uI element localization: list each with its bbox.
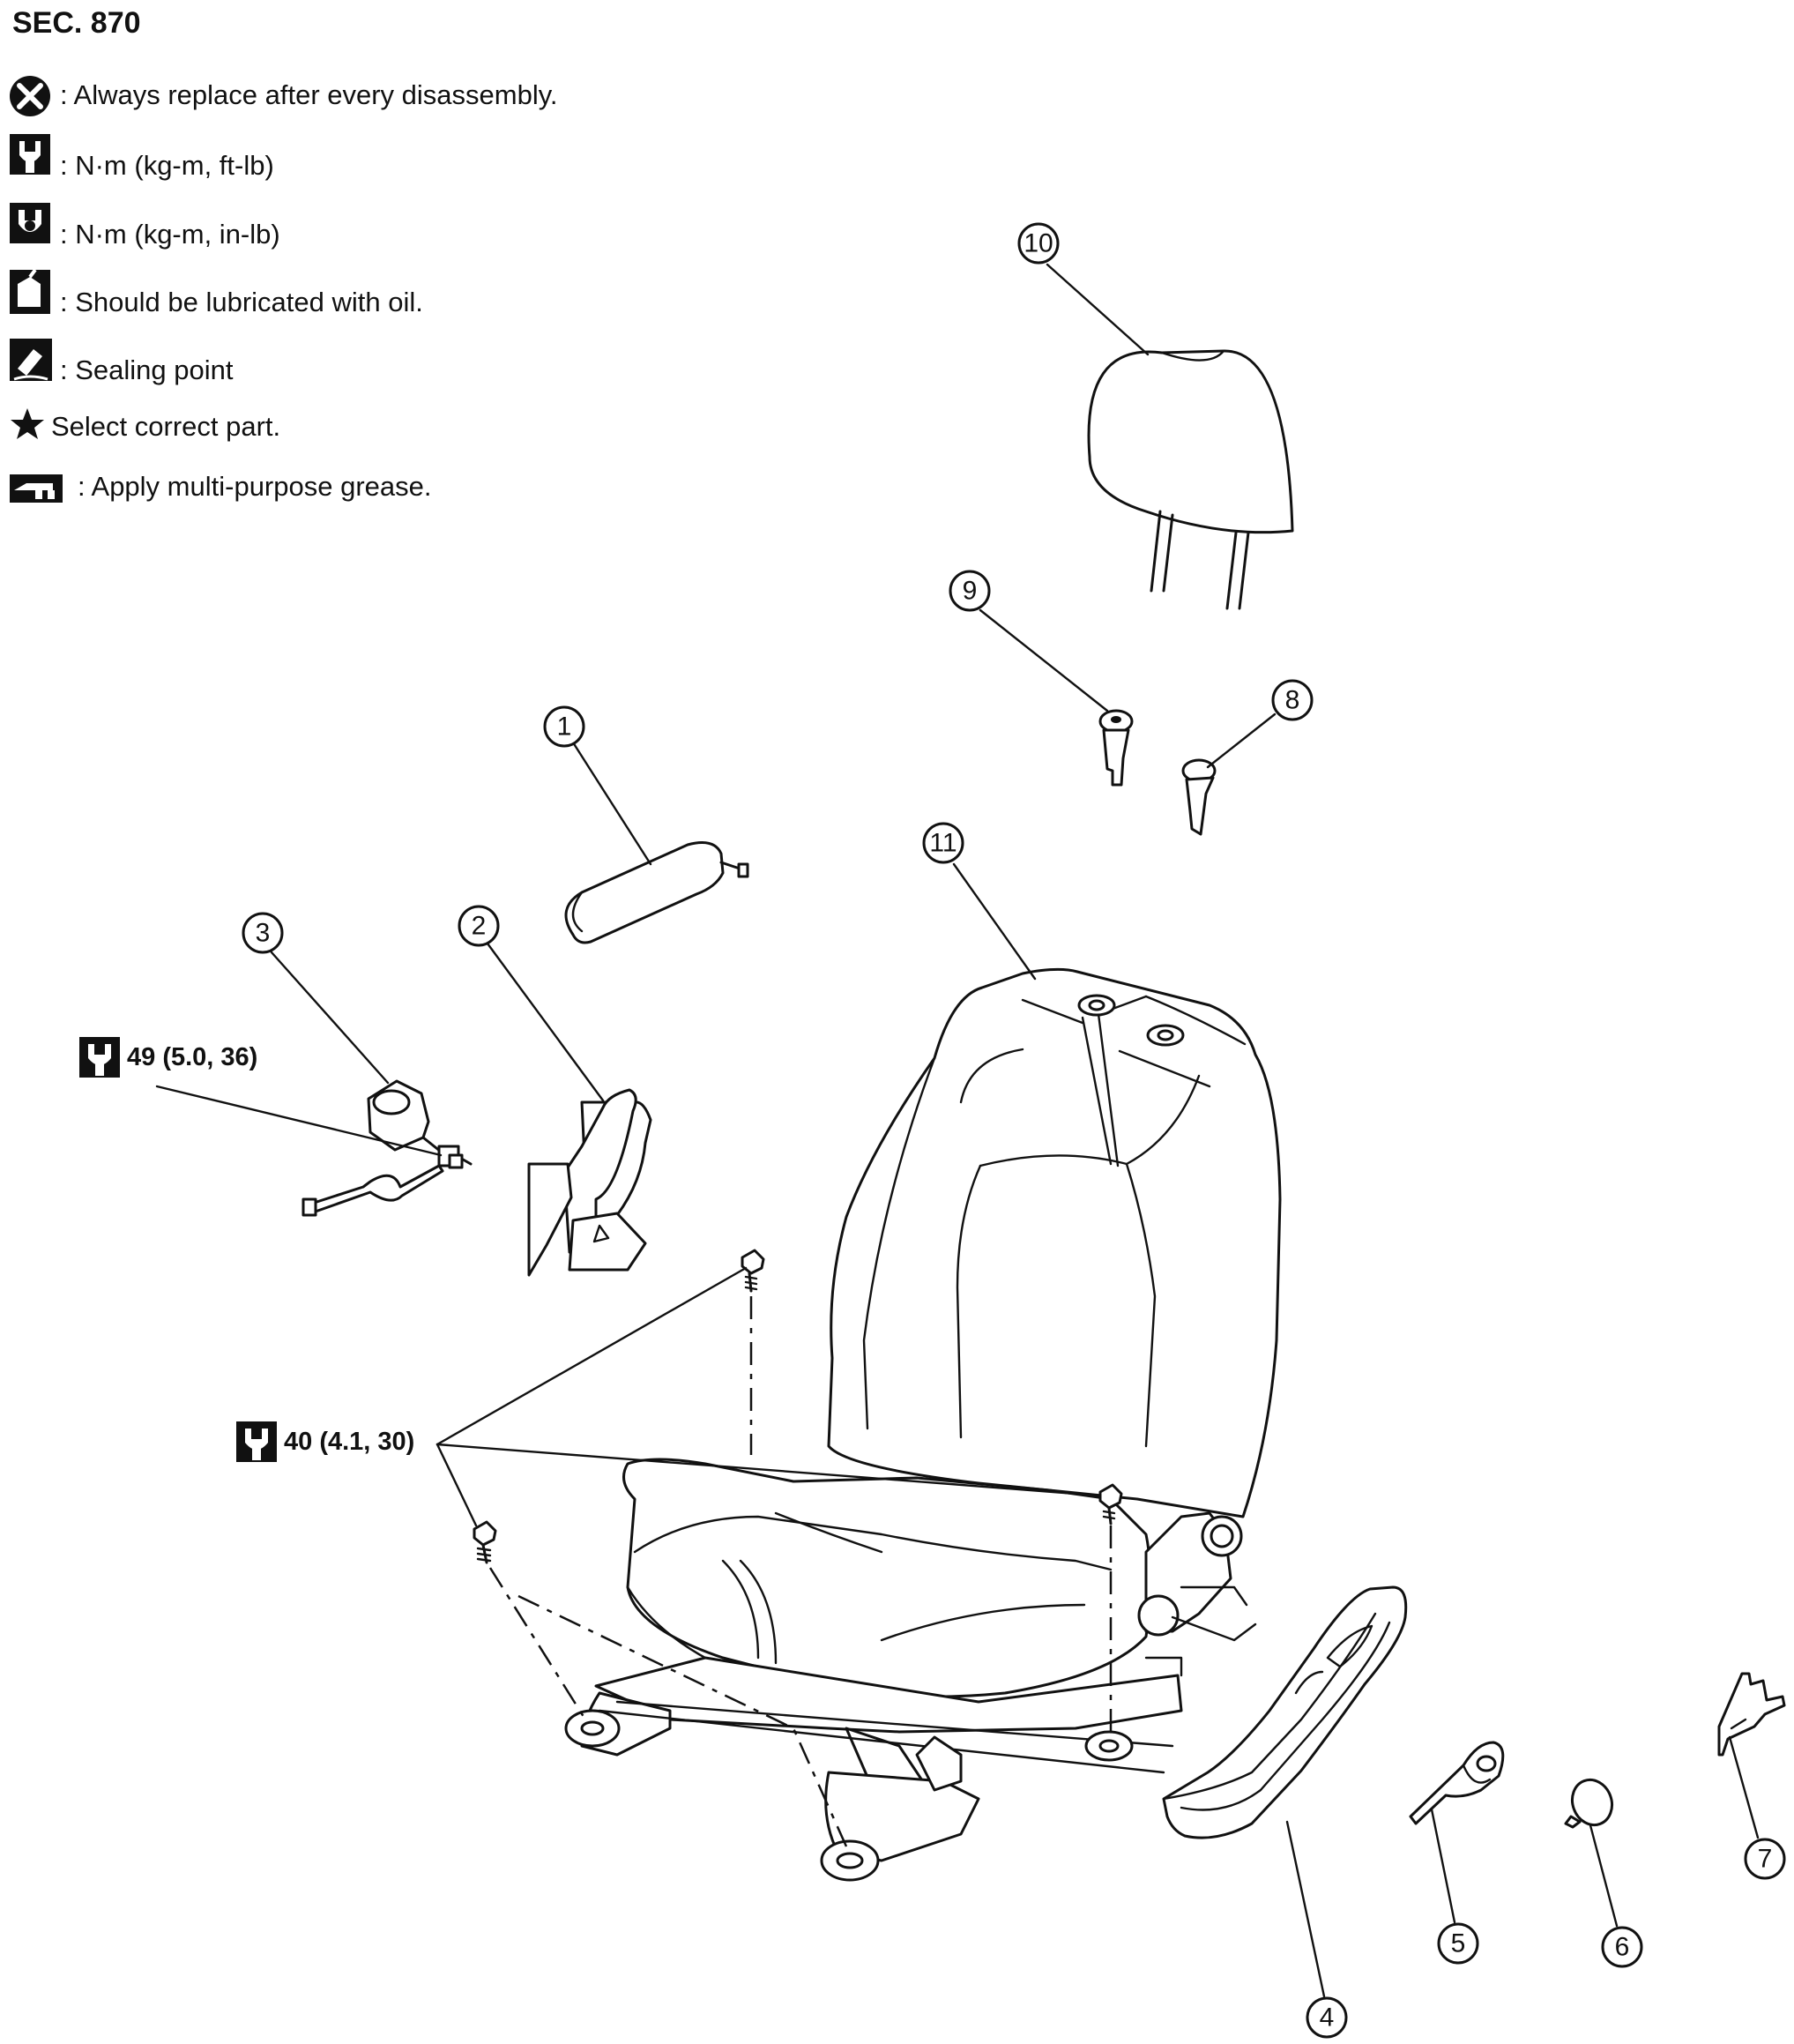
side-finisher [527, 1088, 652, 1277]
callout-11: 11 [922, 822, 964, 864]
torque-wrench-icon [236, 1421, 277, 1462]
lever [1409, 1741, 1505, 1825]
callout-4: 4 [1306, 1996, 1348, 2039]
torque-wrench-icon [79, 1037, 120, 1078]
callout-7: 7 [1744, 1838, 1786, 1880]
callout-6: 6 [1601, 1926, 1643, 1968]
headrest-guide-8 [1181, 758, 1217, 836]
star-icon [11, 408, 44, 439]
svg-text:2: 2 [472, 912, 487, 941]
svg-text:11: 11 [929, 829, 957, 858]
callout-1: 1 [543, 705, 585, 748]
callout-3: 3 [242, 912, 284, 954]
legend-text-sealing: : Sealing point [60, 354, 234, 385]
svg-text:3: 3 [256, 919, 271, 948]
bolt-left [473, 1520, 497, 1564]
torque-label-seat: 40 (4.1, 30) [236, 1421, 414, 1462]
legend-text-oil: : Should be lubricated with oil. [60, 287, 423, 317]
replace-x-icon [10, 76, 50, 116]
seat-assembly [564, 967, 1282, 1882]
headrest-guide-9 [1098, 709, 1134, 787]
section-title: SEC. 870 [12, 6, 141, 40]
callout-8: 8 [1271, 679, 1314, 721]
svg-text:10: 10 [1024, 229, 1053, 258]
callout-9: 9 [949, 570, 991, 612]
svg-text:7: 7 [1758, 1845, 1773, 1874]
grease-gun-icon [10, 474, 63, 503]
armrest [564, 841, 749, 944]
oil-can-icon [10, 268, 50, 314]
svg-text:6: 6 [1615, 1933, 1630, 1962]
legend: : Always replace after every disassembly… [10, 76, 558, 503]
callout-10: 10 [1017, 222, 1060, 265]
legend-text-torque-ftlb: : N·m (kg-m, ft-lb) [60, 150, 274, 181]
svg-text:4: 4 [1320, 2003, 1335, 2033]
bolt-right [1098, 1483, 1123, 1526]
callout-5: 5 [1437, 1922, 1479, 1965]
svg-text:8: 8 [1285, 686, 1300, 715]
torque-value-buckle: 49 (5.0, 36) [127, 1043, 257, 1071]
torque-value-seat: 40 (4.1, 30) [284, 1428, 414, 1456]
cap [1564, 1778, 1614, 1829]
clip [1717, 1672, 1786, 1757]
callout-2: 2 [458, 905, 500, 947]
svg-text:5: 5 [1451, 1929, 1466, 1958]
torque-label-buckle: 49 (5.0, 36) [79, 1037, 257, 1078]
legend-text-torque-inlb: : N·m (kg-m, in-lb) [60, 219, 280, 250]
legend-text-grease: : Apply multi-purpose grease. [78, 471, 432, 502]
torque-wrench-filled-icon [10, 203, 50, 243]
legend-text-replace: : Always replace after every disassembly… [60, 79, 558, 110]
cushion-finisher [1162, 1585, 1408, 1839]
leader-lines [270, 263, 1760, 1998]
legend-text-select-part: Select correct part. [51, 411, 280, 442]
torque-wrench-icon [10, 134, 50, 175]
seat-belt-buckle [301, 1079, 473, 1217]
bolt-top [741, 1249, 765, 1293]
headrest [1087, 349, 1294, 610]
svg-text:9: 9 [963, 577, 978, 606]
sealing-point-icon [10, 339, 52, 381]
svg-text:1: 1 [557, 712, 572, 742]
